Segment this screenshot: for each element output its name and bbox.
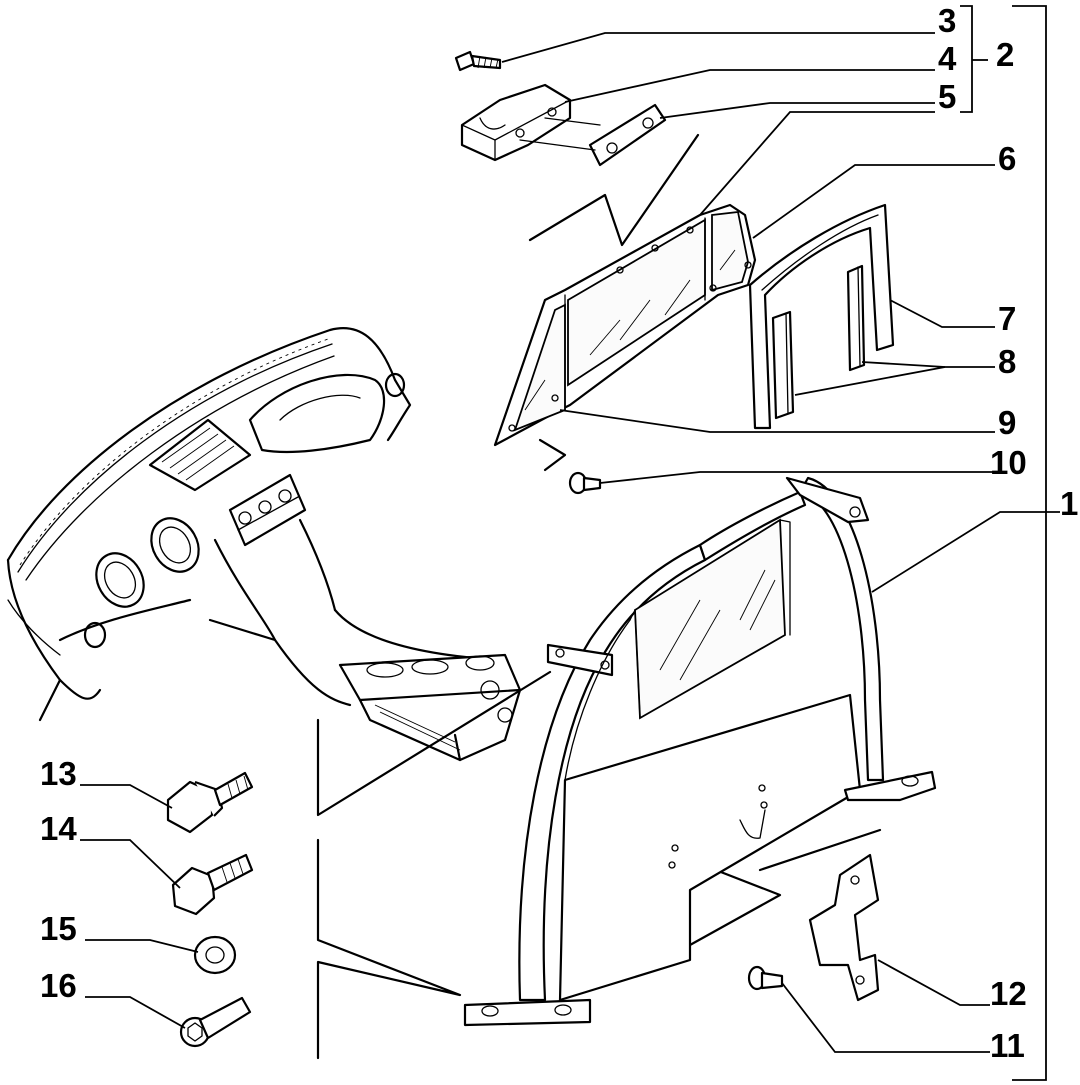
dashboard-console (6, 327, 522, 762)
callout-3: 3 (938, 2, 956, 39)
callout-labels: 3 4 5 2 6 7 8 9 10 1 12 11 13 14 15 16 (40, 2, 1078, 1064)
screw (454, 50, 502, 72)
callout-13: 13 (40, 755, 77, 792)
hex-bolt (171, 853, 254, 916)
clip-screw (568, 471, 602, 495)
callout-5: 5 (938, 78, 956, 115)
flange-bolt (166, 771, 254, 834)
windbreak-frame (463, 476, 937, 1027)
seal-strips (771, 264, 866, 420)
callout-10: 10 (990, 444, 1027, 481)
callout-8: 8 (998, 343, 1016, 380)
bracket-block (460, 83, 572, 162)
assembly-guide-lines (316, 133, 882, 1060)
side-bracket (808, 853, 880, 1002)
callout-6: 6 (998, 140, 1016, 177)
callout-14: 14 (40, 810, 77, 847)
callout-11: 11 (990, 1027, 1025, 1064)
callout-1: 1 (1060, 485, 1078, 522)
callout-12: 12 (990, 975, 1027, 1012)
callout-7: 7 (998, 300, 1016, 337)
callout-16: 16 (40, 967, 77, 1004)
callout-2: 2 (996, 36, 1014, 73)
callout-9: 9 (998, 404, 1016, 441)
panel-seal (748, 203, 895, 430)
glass-panel (493, 203, 757, 447)
flange-screw (747, 965, 784, 991)
washer (193, 935, 237, 975)
group-bracket-1 (1012, 5, 1047, 1081)
group-bracket-2 (960, 5, 988, 113)
callout-15: 15 (40, 910, 77, 947)
socket-bolt (179, 996, 252, 1048)
clamp-plate (519, 103, 667, 167)
callout-4: 4 (938, 40, 957, 77)
callout-leaders (80, 32, 1060, 1053)
